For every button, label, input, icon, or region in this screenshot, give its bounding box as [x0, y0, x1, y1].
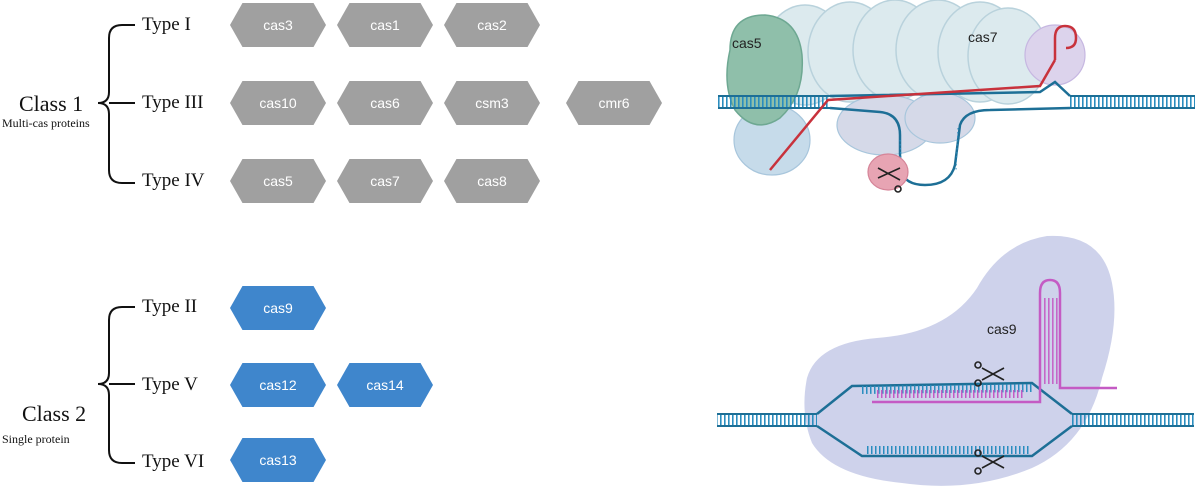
class1-title: Class 1: [19, 91, 84, 116]
type-ii-label: Type II: [142, 296, 198, 317]
class1-subtitle: Multi-cas proteins: [2, 116, 90, 130]
protein-hex-cas7: cas7: [337, 159, 433, 203]
class2-subtitle: Single protein: [2, 432, 70, 446]
protein-hex-cas12: cas12: [230, 363, 326, 407]
type-i-label: Type I: [142, 14, 191, 35]
protein-hex-cas13: cas13: [230, 438, 326, 482]
protein-hex-cas8: cas8: [444, 159, 540, 203]
protein-hex-cas9: cas9: [230, 286, 326, 330]
class2-title: Class 2: [22, 401, 87, 426]
scissors-icon: [974, 361, 1005, 387]
type-iii-label: Type III: [142, 92, 204, 113]
protein-hex-csm3: csm3: [444, 81, 540, 125]
class1-complex-illustration: cas5 cas7: [718, 0, 1195, 193]
crrna-strand: [769, 59, 1057, 171]
type-iv-label: Type IV: [142, 170, 205, 191]
cas7-illustration-label: cas7: [968, 29, 998, 45]
protein-hex-cas5: cas5: [230, 159, 326, 203]
scissors-icon: [974, 449, 1005, 475]
class2-cas9-illustration: cas9: [717, 235, 1194, 486]
protein-hex-cas10: cas10: [230, 81, 326, 125]
protein-hex-cas6: cas6: [337, 81, 433, 125]
cas9-protein-body: [804, 235, 1115, 486]
sgrna-hairpin: [1024, 278, 1117, 404]
protein-hex-cas1: cas1: [337, 3, 433, 47]
scissors-icon: [877, 167, 902, 193]
type-vi-label: Type VI: [142, 451, 205, 472]
protein-hex-cas2: cas2: [444, 3, 540, 47]
cas5-illustration-label: cas5: [732, 35, 762, 51]
type-v-label: Type V: [142, 374, 198, 395]
cas9-illustration-label: cas9: [987, 321, 1017, 337]
class1-bracket: [97, 24, 135, 184]
protein-hex-cmr6: cmr6: [566, 81, 662, 125]
protein-hex-cas14: cas14: [337, 363, 433, 407]
class2-bracket: [97, 306, 135, 464]
protein-hex-cas3: cas3: [230, 3, 326, 47]
cas3-nuclease: [867, 153, 909, 191]
